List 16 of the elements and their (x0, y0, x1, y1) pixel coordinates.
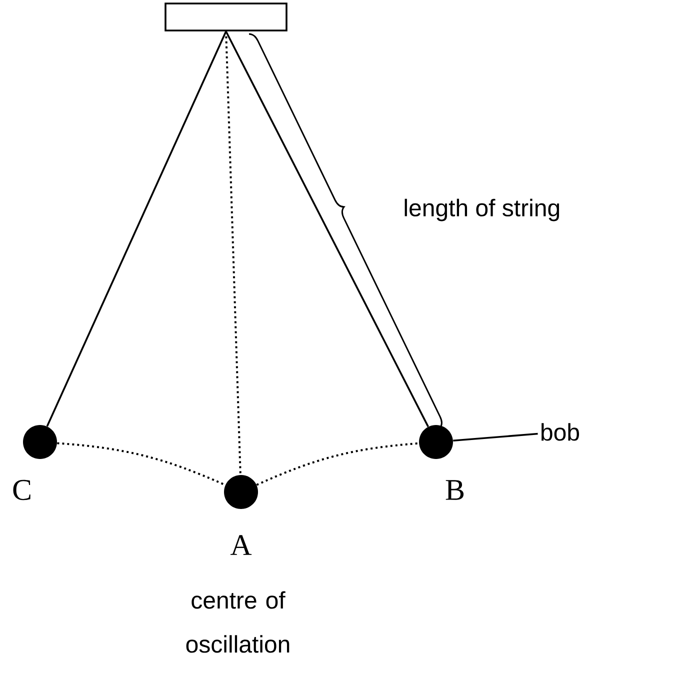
node-label: centre of oscillation (186, 591, 290, 653)
support-bar (164, 2, 288, 32)
bob-circle (23, 425, 57, 459)
bob-circle (419, 425, 453, 459)
point-letter: B (446, 480, 464, 500)
string (46, 31, 227, 427)
dotted-arc (57, 442, 226, 486)
bob-label: bob (542, 423, 579, 441)
dotted-arc (256, 442, 419, 486)
point-letter: A (230, 535, 252, 555)
string (225, 30, 429, 428)
dimension-label: length of string (404, 198, 560, 222)
centre-line (225, 31, 242, 475)
bob-circle (224, 475, 258, 509)
leader-line (453, 432, 538, 442)
point-letter: C (13, 480, 30, 500)
